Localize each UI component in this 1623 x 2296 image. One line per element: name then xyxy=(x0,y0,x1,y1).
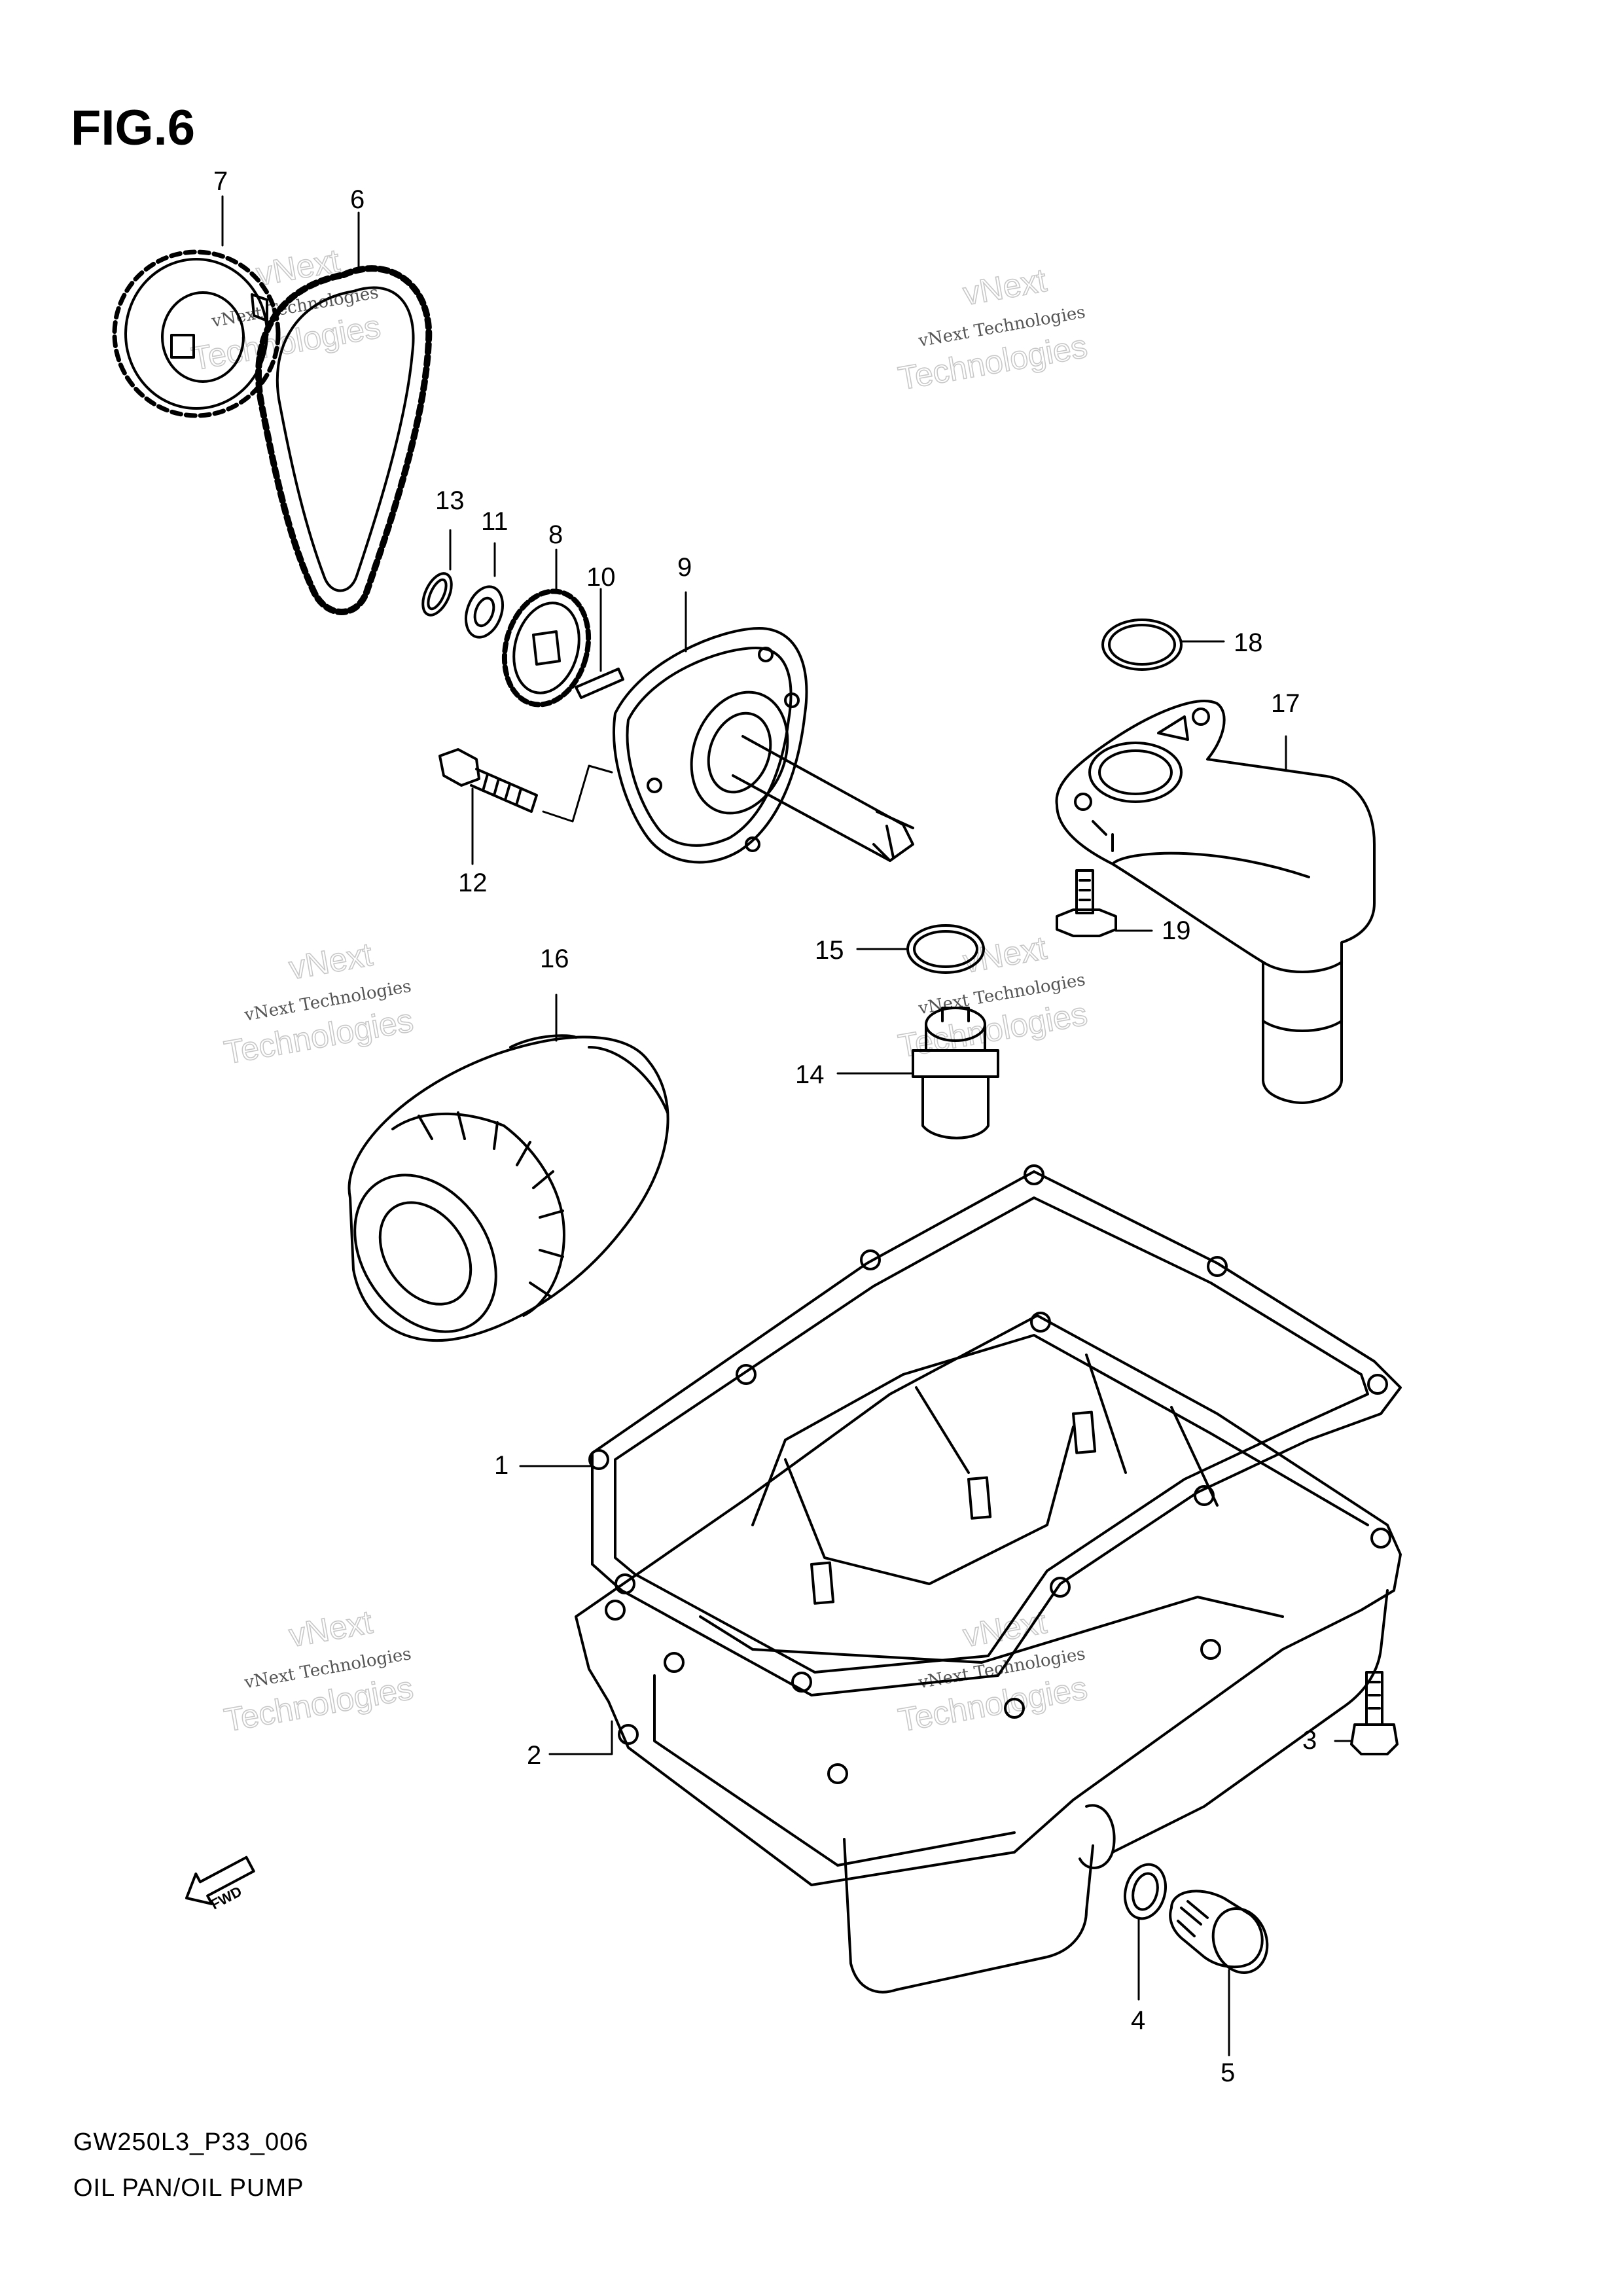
callout-5: 5 xyxy=(1221,2058,1235,2087)
callout-11: 11 xyxy=(481,507,508,536)
oil-filter-part-16 xyxy=(348,1034,669,1342)
fwd-arrow-icon xyxy=(185,1856,255,1905)
circlip-part-13 xyxy=(421,572,453,617)
bolt-part-12 xyxy=(438,748,613,823)
callout-4: 4 xyxy=(1131,2006,1145,2035)
watermark-line1: vNext xyxy=(960,262,1049,312)
figure-code: GW250L3_P33_006 xyxy=(73,2128,309,2156)
bolt-part-3 xyxy=(1350,1671,1399,1755)
callout-7: 7 xyxy=(213,167,228,196)
chain-part-6 xyxy=(255,265,433,615)
callout-16: 16 xyxy=(540,944,569,973)
figure-title: FIG.6 xyxy=(71,100,196,156)
leader-lines xyxy=(221,195,1353,2056)
o-ring-part-18 xyxy=(1101,619,1183,671)
callout-6: 6 xyxy=(350,185,365,214)
callout-15: 15 xyxy=(815,936,844,965)
callout-17: 17 xyxy=(1271,689,1300,718)
bolt-part-19 xyxy=(1056,869,1117,937)
callout-14: 14 xyxy=(795,1060,825,1089)
callout-9: 9 xyxy=(677,553,692,582)
oil-pressure-switch-part-14 xyxy=(912,1007,999,1139)
sprocket-part-7 xyxy=(112,249,281,418)
oil-pan-part-2 xyxy=(575,1312,1402,1994)
watermark-line1: vNext xyxy=(286,1604,375,1654)
gasket-part-1 xyxy=(588,1164,1402,1696)
callout-2: 2 xyxy=(527,1741,541,1770)
watermark-line1: vNext xyxy=(286,936,375,986)
callout-18: 18 xyxy=(1234,628,1263,657)
callout-12: 12 xyxy=(458,869,488,897)
callout-13: 13 xyxy=(435,486,465,515)
pin-part-10 xyxy=(575,668,624,699)
figure-caption: OIL PAN/OIL PUMP xyxy=(73,2174,304,2202)
callout-1: 1 xyxy=(494,1451,508,1480)
washer-part-11 xyxy=(464,585,505,639)
callout-10: 10 xyxy=(586,563,616,592)
drain-plug-part-5 xyxy=(1169,1890,1269,1974)
callout-19: 19 xyxy=(1162,916,1191,945)
watermark-line1: vNext xyxy=(960,929,1049,980)
watermark-group: vNext vNext Technologies Technologies vN… xyxy=(188,242,1091,1739)
callout-labels: 1 2 3 4 5 6 7 8 9 10 11 12 13 14 15 16 1… xyxy=(213,167,1317,2087)
washer-part-4 xyxy=(1124,1863,1167,1920)
callout-8: 8 xyxy=(548,520,563,549)
oil-strainer-part-17 xyxy=(1055,700,1376,1104)
callout-3: 3 xyxy=(1302,1726,1317,1755)
driven-gear-part-8 xyxy=(501,588,592,708)
oil-pump-part-9 xyxy=(613,627,914,864)
watermark-line1: vNext xyxy=(253,242,342,293)
